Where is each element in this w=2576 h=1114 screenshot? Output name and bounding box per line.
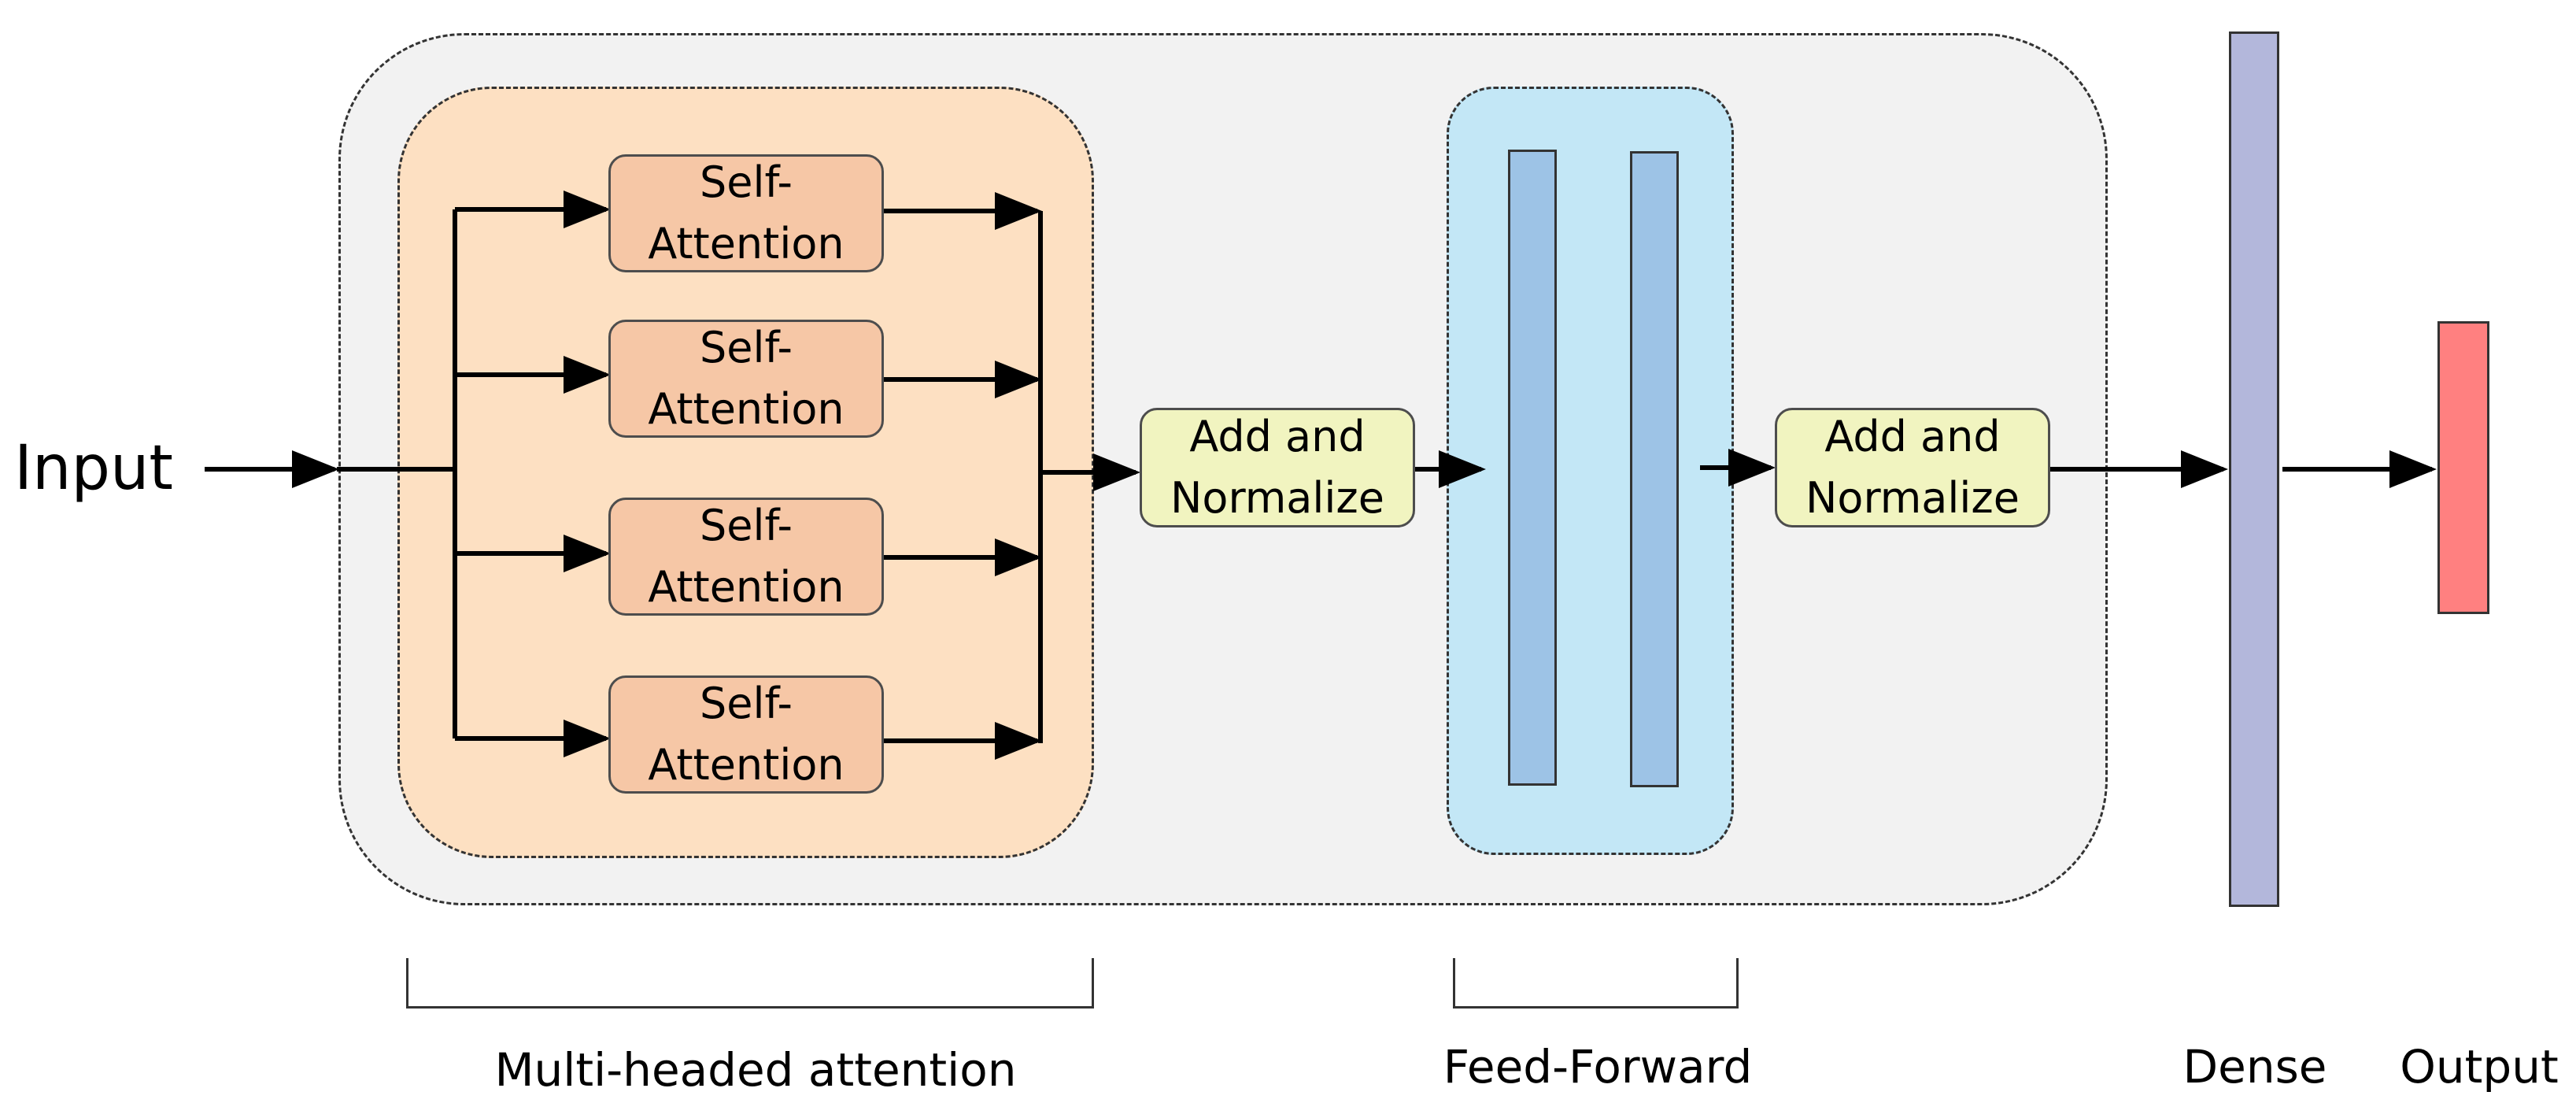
- add-normalize-line2: Normalize: [1805, 473, 2020, 523]
- head-label-line2: Attention: [648, 384, 844, 434]
- dense-layer: [2229, 31, 2279, 907]
- head-label-line2: Attention: [648, 219, 844, 268]
- output-label: Output: [2400, 1040, 2559, 1094]
- add-normalize-line1: Add and: [1824, 412, 2001, 461]
- feed-forward-bracket: [1453, 958, 1739, 1009]
- add-normalize-line1: Add and: [1189, 412, 1366, 461]
- head-label-line2: Attention: [648, 562, 844, 612]
- feed-forward-region: [1447, 87, 1734, 855]
- feed-forward-layer-2: [1630, 151, 1679, 787]
- input-label: Input: [14, 433, 173, 504]
- output-layer: [2437, 321, 2489, 614]
- self-attention-head: Self- Attention: [608, 498, 884, 616]
- multi-headed-attention-bracket: [406, 958, 1094, 1009]
- head-label-line1: Self-: [699, 157, 793, 207]
- dense-label: Dense: [2182, 1040, 2327, 1094]
- self-attention-head: Self- Attention: [608, 154, 884, 272]
- add-normalize-box-2: Add and Normalize: [1775, 408, 2050, 527]
- head-label-line1: Self-: [699, 323, 793, 372]
- feed-forward-label: Feed-Forward: [1443, 1040, 1753, 1094]
- head-label-line1: Self-: [699, 501, 793, 550]
- head-label-line1: Self-: [699, 679, 793, 728]
- self-attention-head: Self- Attention: [608, 320, 884, 438]
- head-label-line2: Attention: [648, 740, 844, 790]
- self-attention-head: Self- Attention: [608, 675, 884, 794]
- multi-headed-attention-label: Multi-headed attention: [494, 1043, 1017, 1097]
- feed-forward-layer-1: [1508, 150, 1557, 786]
- add-normalize-line2: Normalize: [1170, 473, 1384, 523]
- add-normalize-box-1: Add and Normalize: [1140, 408, 1415, 527]
